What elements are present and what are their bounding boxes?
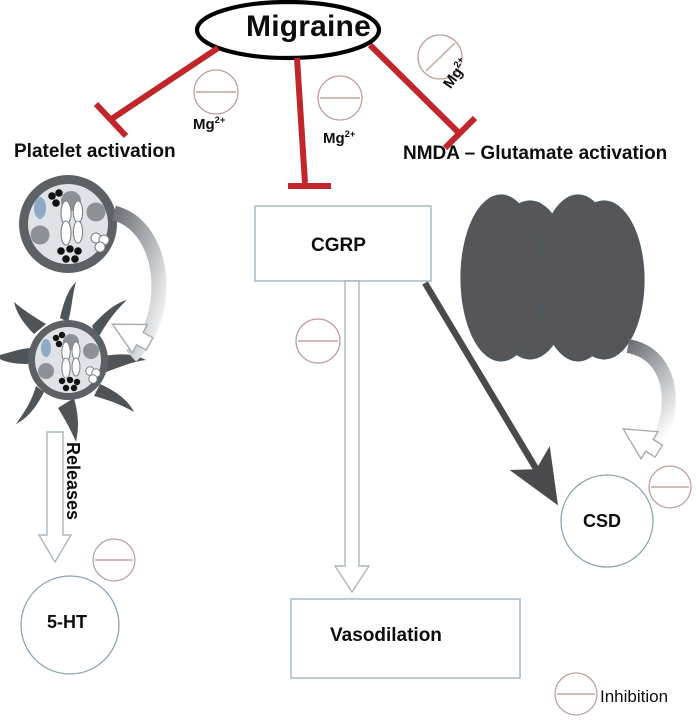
page-title: Migraine: [246, 10, 371, 43]
activated-platelet-icon: [0, 282, 146, 442]
serotonin-node: [20, 575, 120, 675]
mg-charge: 2+: [214, 115, 226, 125]
inhibition-circle-icon-legend: [554, 672, 598, 716]
block-arrow-icon-vasodilation: [333, 280, 371, 594]
mg-symbol: Mg: [193, 116, 215, 133]
neuron-ellipses-icon: [460, 194, 645, 362]
inhibition-arrow-nmda: [367, 42, 478, 151]
mg-label-platelet: Mg2+: [193, 115, 226, 133]
curved-arrow-icon-csd: [621, 339, 676, 467]
vasodilation-label: Vasodilation: [330, 625, 442, 646]
csd-node: [560, 474, 654, 568]
resting-platelet-icon: [19, 175, 117, 273]
inhibition-circle-icon-csd: [648, 465, 692, 509]
inhibition-circle-icon-platelet: [193, 69, 239, 115]
inhibition-circle-icon-serotonin: [92, 538, 136, 582]
inhibition-arrow-platelet: [93, 45, 220, 139]
inhibition-circle-icon-vasodilation: [295, 318, 341, 364]
cgrp-node: [254, 205, 432, 282]
releases-edge-label: Releases: [63, 442, 83, 521]
inhibition-symbols: [92, 34, 692, 716]
inhibition-circle-icon-cgrp-top: [317, 75, 363, 121]
migraine-node: [194, 0, 382, 61]
mg-symbol: Mg: [323, 130, 345, 147]
csd-label: CSD: [583, 511, 622, 531]
inhibition-circle-icon-nmda: [417, 34, 463, 80]
platelet-activation-label: Platelet activation: [14, 141, 176, 162]
mg-label-cgrp: Mg2+: [323, 129, 356, 147]
block-arrow-icon-releases: [37, 431, 73, 564]
inhibition-connectors: [93, 42, 478, 189]
inhibition-arrow-cgrp: [288, 57, 331, 189]
cgrp-label: CGRP: [311, 235, 366, 256]
legend-inhibition-label: Inhibition: [600, 687, 669, 706]
nmda-glutamate-label: NMDA – Glutamate activation: [403, 143, 668, 164]
serotonin-label: 5-HT: [47, 612, 87, 632]
mg-charge: 2+: [344, 129, 356, 139]
vasodilation-node: [290, 598, 521, 679]
diagonal-arrow-icon-csd: [422, 281, 559, 506]
curved-arrow-icon-platelet-activation: [111, 205, 167, 362]
